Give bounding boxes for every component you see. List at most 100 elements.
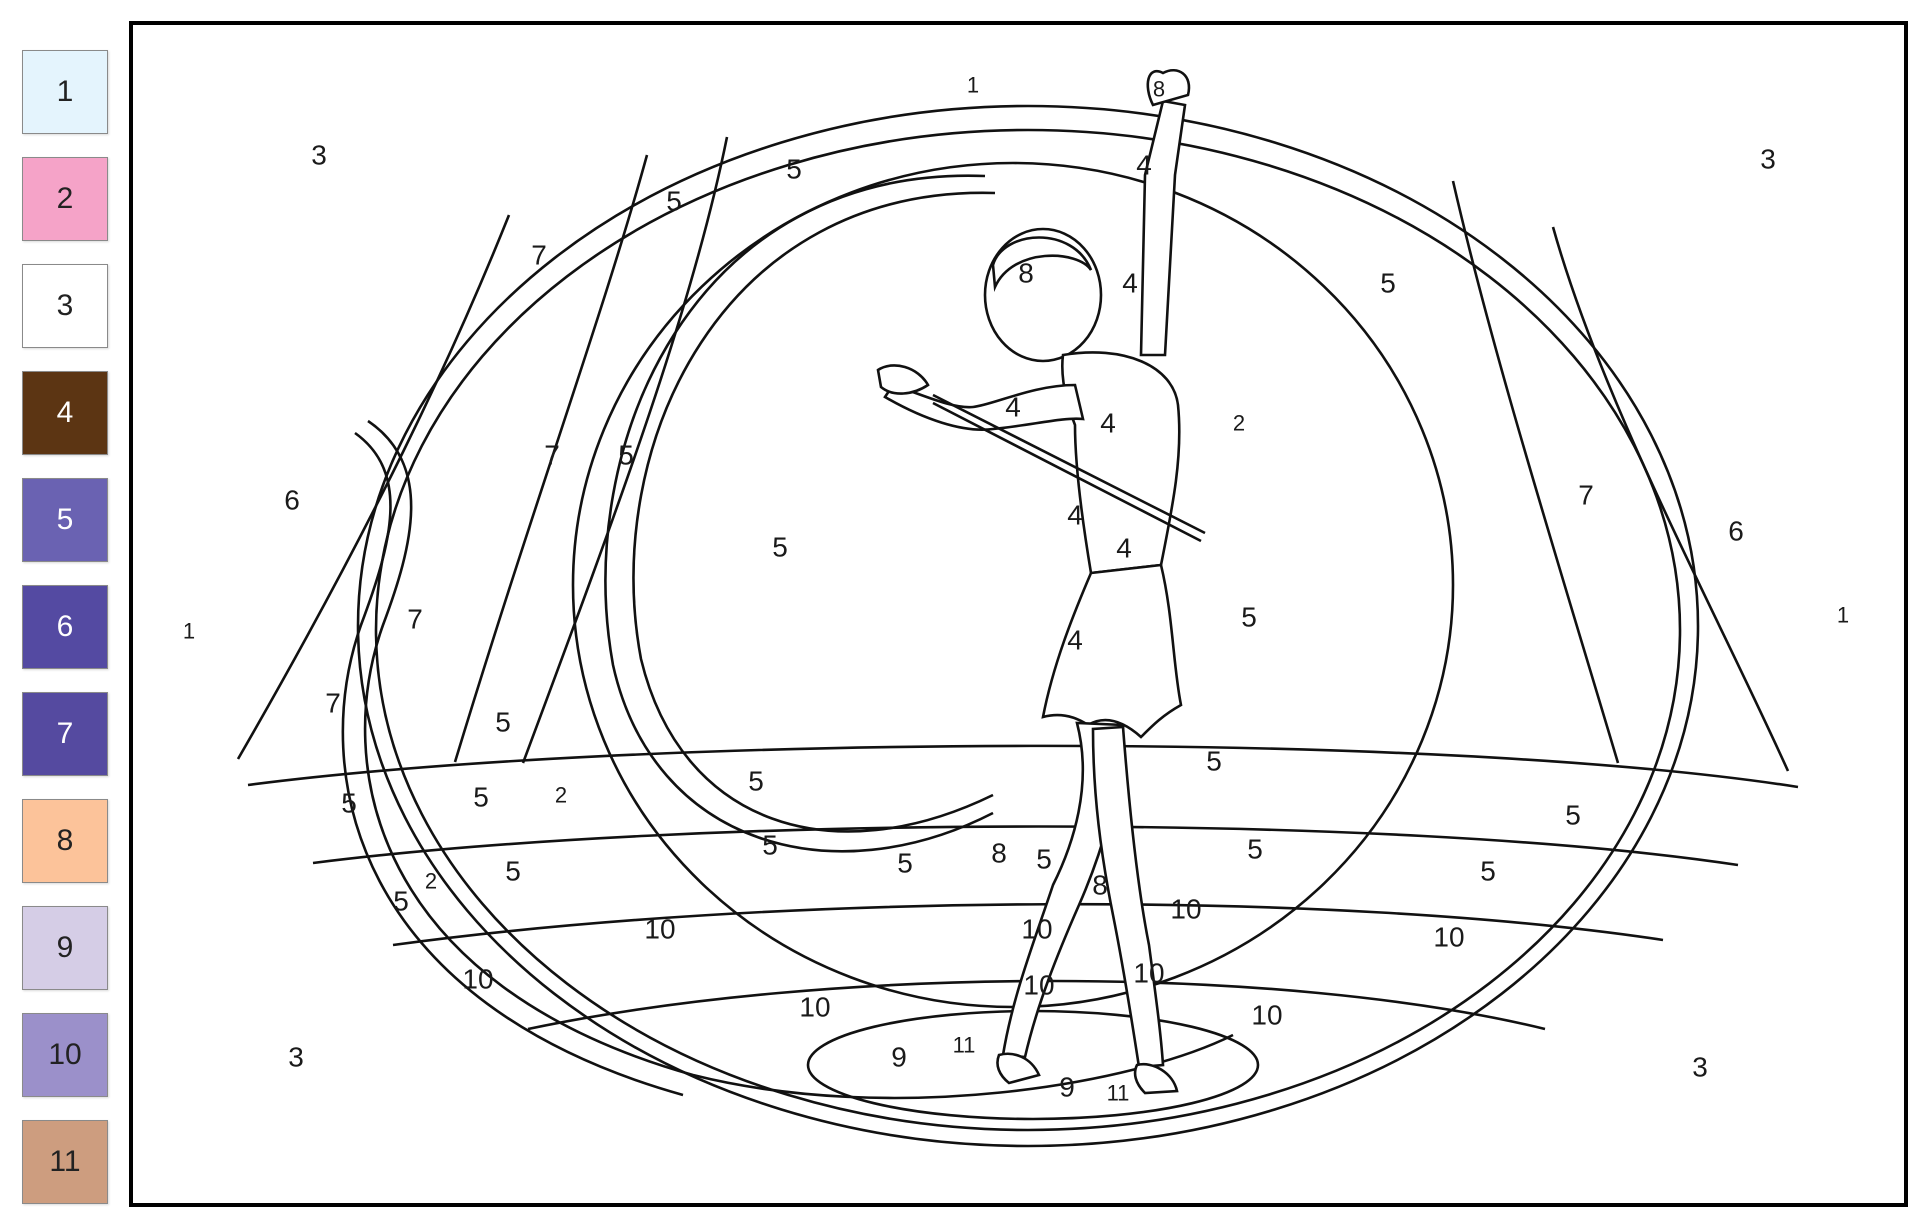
swatch-10[interactable]: 10 xyxy=(22,1013,108,1097)
ribbon-stick xyxy=(932,393,1206,535)
hair[interactable] xyxy=(991,236,1093,293)
region-number: 4 xyxy=(1116,533,1132,564)
region-number: 10 xyxy=(1433,922,1464,953)
stripe-line xyxy=(521,136,729,764)
ribbon-tail[interactable] xyxy=(363,419,1234,1100)
region-number: 5 xyxy=(1206,746,1222,777)
region-number: 9 xyxy=(891,1042,907,1073)
region-number: 10 xyxy=(644,914,675,945)
region-number: 5 xyxy=(505,856,521,887)
swatch-8[interactable]: 8 xyxy=(22,799,108,883)
region-number: 3 xyxy=(288,1042,304,1073)
swatch-label: 1 xyxy=(56,75,74,108)
region-number: 3 xyxy=(311,140,327,171)
region-number: 1 xyxy=(967,73,979,98)
region-number: 5 xyxy=(762,830,778,861)
region-number: 10 xyxy=(799,992,830,1023)
region-number: 2 xyxy=(1233,411,1245,436)
swatch-label: 10 xyxy=(48,1038,82,1071)
outer-ring-inner[interactable] xyxy=(374,128,1682,1132)
region-number: 7 xyxy=(544,440,560,471)
region-number: 4 xyxy=(1100,408,1116,439)
region-number: 10 xyxy=(1023,970,1054,1001)
swatch-2[interactable]: 2 xyxy=(22,157,108,241)
swatch-label: 7 xyxy=(56,717,74,750)
region-number: 5 xyxy=(666,186,682,217)
swatch-label: 5 xyxy=(56,503,74,536)
region-numbers: 1 1 1 2 2 2 3 3 3 3 4 4 4 4 4 4 4 5 5 5 xyxy=(183,73,1849,1106)
region-number: 5 xyxy=(1565,800,1581,831)
region-number: 4 xyxy=(1136,150,1152,181)
region-number: 9 xyxy=(1059,1072,1075,1103)
region-number: 3 xyxy=(1760,144,1776,175)
line-art[interactable]: 1 1 1 2 2 2 3 3 3 3 4 4 4 4 4 4 4 5 5 5 xyxy=(133,25,1904,1203)
right-shoe[interactable] xyxy=(1133,1062,1179,1095)
swatch-3[interactable]: 3 xyxy=(22,264,108,348)
stripe-line xyxy=(1451,180,1620,764)
region-number: 10 xyxy=(1133,958,1164,989)
raised-hand[interactable] xyxy=(1146,68,1191,107)
left-shoe[interactable] xyxy=(996,1052,1041,1085)
region-number: 2 xyxy=(425,869,437,894)
region-number: 1 xyxy=(183,619,195,644)
region-number: 4 xyxy=(1122,268,1138,299)
stripe-line xyxy=(1551,226,1790,772)
floor-band xyxy=(527,979,1546,1031)
swatch-label: 8 xyxy=(56,824,74,857)
region-number: 11 xyxy=(1107,1081,1130,1106)
region-number: 5 xyxy=(897,848,913,879)
region-number: 10 xyxy=(1021,914,1052,945)
swatch-11[interactable]: 11 xyxy=(22,1120,108,1204)
region-number: 5 xyxy=(786,154,802,185)
region-number: 5 xyxy=(393,886,409,917)
floor-band xyxy=(312,825,1739,867)
extended-arm[interactable] xyxy=(883,383,1085,431)
swatch-1[interactable]: 1 xyxy=(22,50,108,134)
region-number: 7 xyxy=(325,688,341,719)
region-number: 5 xyxy=(1036,844,1052,875)
floor-band xyxy=(247,744,1799,789)
ribbon-stick xyxy=(932,401,1202,543)
coloring-canvas[interactable]: 1 1 1 2 2 2 3 3 3 3 4 4 4 4 4 4 4 5 5 5 xyxy=(129,21,1908,1207)
swatch-6[interactable]: 6 xyxy=(22,585,108,669)
region-number: 7 xyxy=(1578,480,1594,511)
region-number: 3 xyxy=(1692,1052,1708,1083)
region-number: 4 xyxy=(1005,392,1021,423)
outer-ring-outer[interactable] xyxy=(356,104,1700,1148)
skirt[interactable] xyxy=(1041,563,1183,739)
region-number: 7 xyxy=(531,240,547,271)
region-number: 5 xyxy=(1241,602,1257,633)
swatch-label: 11 xyxy=(49,1145,81,1178)
region-number: 11 xyxy=(953,1033,976,1058)
region-number: 8 xyxy=(991,838,1007,869)
swatch-label: 3 xyxy=(56,289,74,322)
swatch-4[interactable]: 4 xyxy=(22,371,108,455)
stripe-line xyxy=(453,154,649,763)
region-number: 5 xyxy=(618,440,634,471)
swatch-label: 4 xyxy=(56,396,74,429)
region-number: 5 xyxy=(772,532,788,563)
region-number: 5 xyxy=(1247,834,1263,865)
region-number: 1 xyxy=(1837,603,1849,628)
gymnast-figure[interactable] xyxy=(876,68,1206,1095)
swatch-7[interactable]: 7 xyxy=(22,692,108,776)
region-number: 8 xyxy=(1018,258,1034,289)
swatch-label: 2 xyxy=(56,182,74,215)
region-number: 10 xyxy=(462,964,493,995)
region-number: 6 xyxy=(284,485,300,516)
stripe-line xyxy=(236,214,511,760)
region-number: 5 xyxy=(1480,856,1496,887)
swatch-5[interactable]: 5 xyxy=(22,478,108,562)
region-number: 8 xyxy=(1153,77,1165,102)
region-number: 4 xyxy=(1067,500,1083,531)
swatch-label: 6 xyxy=(56,610,74,643)
extended-hand[interactable] xyxy=(876,364,930,395)
region-number: 5 xyxy=(473,782,489,813)
region-number: 7 xyxy=(407,604,423,635)
ribbon-tail-inner xyxy=(341,431,684,1097)
region-number: 6 xyxy=(1728,516,1744,547)
swatch-9[interactable]: 9 xyxy=(22,906,108,990)
ribbon-loop-left[interactable] xyxy=(604,174,994,853)
region-number: 5 xyxy=(1380,268,1396,299)
